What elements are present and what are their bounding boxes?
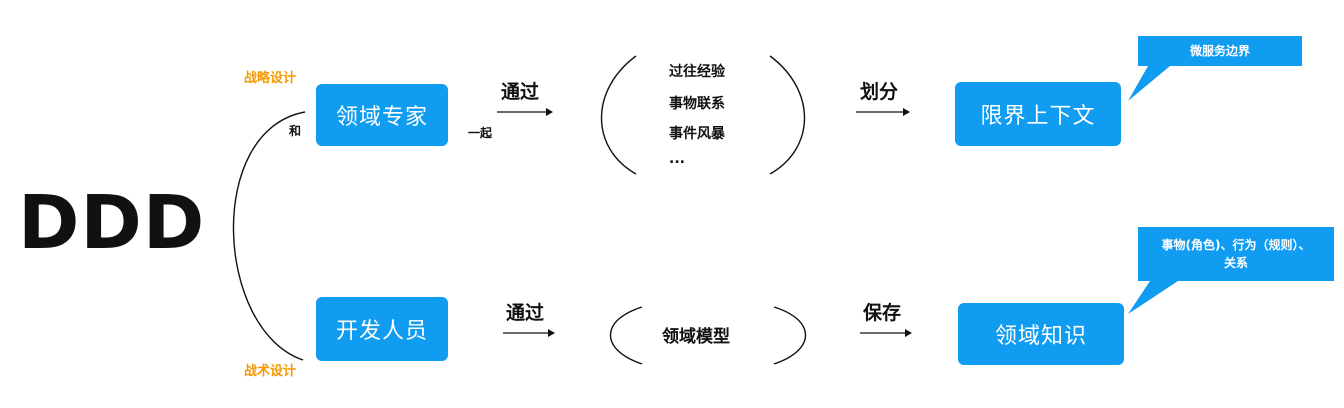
domain-knowledge-box: 领域知识 [958, 303, 1124, 365]
domain-expert-box: 领域专家 [316, 84, 448, 146]
tactical-design-label: 战术设计 [244, 364, 297, 379]
strategic-design-label: 战略设计 [244, 71, 297, 86]
method-item: 事物联系 [669, 96, 725, 112]
together-label: 一起 [468, 126, 493, 140]
method-item: 过往经验 [669, 64, 725, 80]
bottom-right-paren [773, 306, 806, 365]
method-item: ... [669, 151, 685, 167]
arrow-top-divide [856, 108, 910, 116]
bottom-via-label: 通过 [506, 302, 545, 324]
domain-model-label: 领域模型 [662, 327, 730, 347]
divide-label: 划分 [860, 81, 899, 103]
diagram-title: DDD [18, 180, 206, 266]
method-item: 事件风暴 [669, 126, 725, 142]
callout-bottom-shape [1128, 227, 1334, 314]
top-via-label: 通过 [501, 81, 540, 103]
entity-behavior-callout: 事物(角色)、行为（规则）、 关系 [1138, 236, 1334, 272]
ddd-bracket [232, 111, 306, 361]
callout-line: 关系 [1223, 256, 1248, 270]
arrow-bottom-via [503, 329, 555, 337]
and-label: 和 [289, 124, 302, 138]
microservice-boundary-callout: 微服务边界 [1189, 44, 1250, 58]
callout-line: 事物(角色)、行为（规则）、 [1161, 238, 1311, 252]
bounded-context-box: 限界上下文 [955, 82, 1121, 146]
arrow-top-via [497, 108, 553, 116]
developer-box: 开发人员 [316, 297, 448, 361]
callout-top-shape [1128, 36, 1302, 101]
save-label: 保存 [863, 302, 902, 324]
top-left-paren [601, 55, 637, 175]
top-right-paren [769, 55, 805, 175]
arrow-bottom-save [860, 329, 912, 337]
bottom-left-paren [610, 306, 643, 365]
